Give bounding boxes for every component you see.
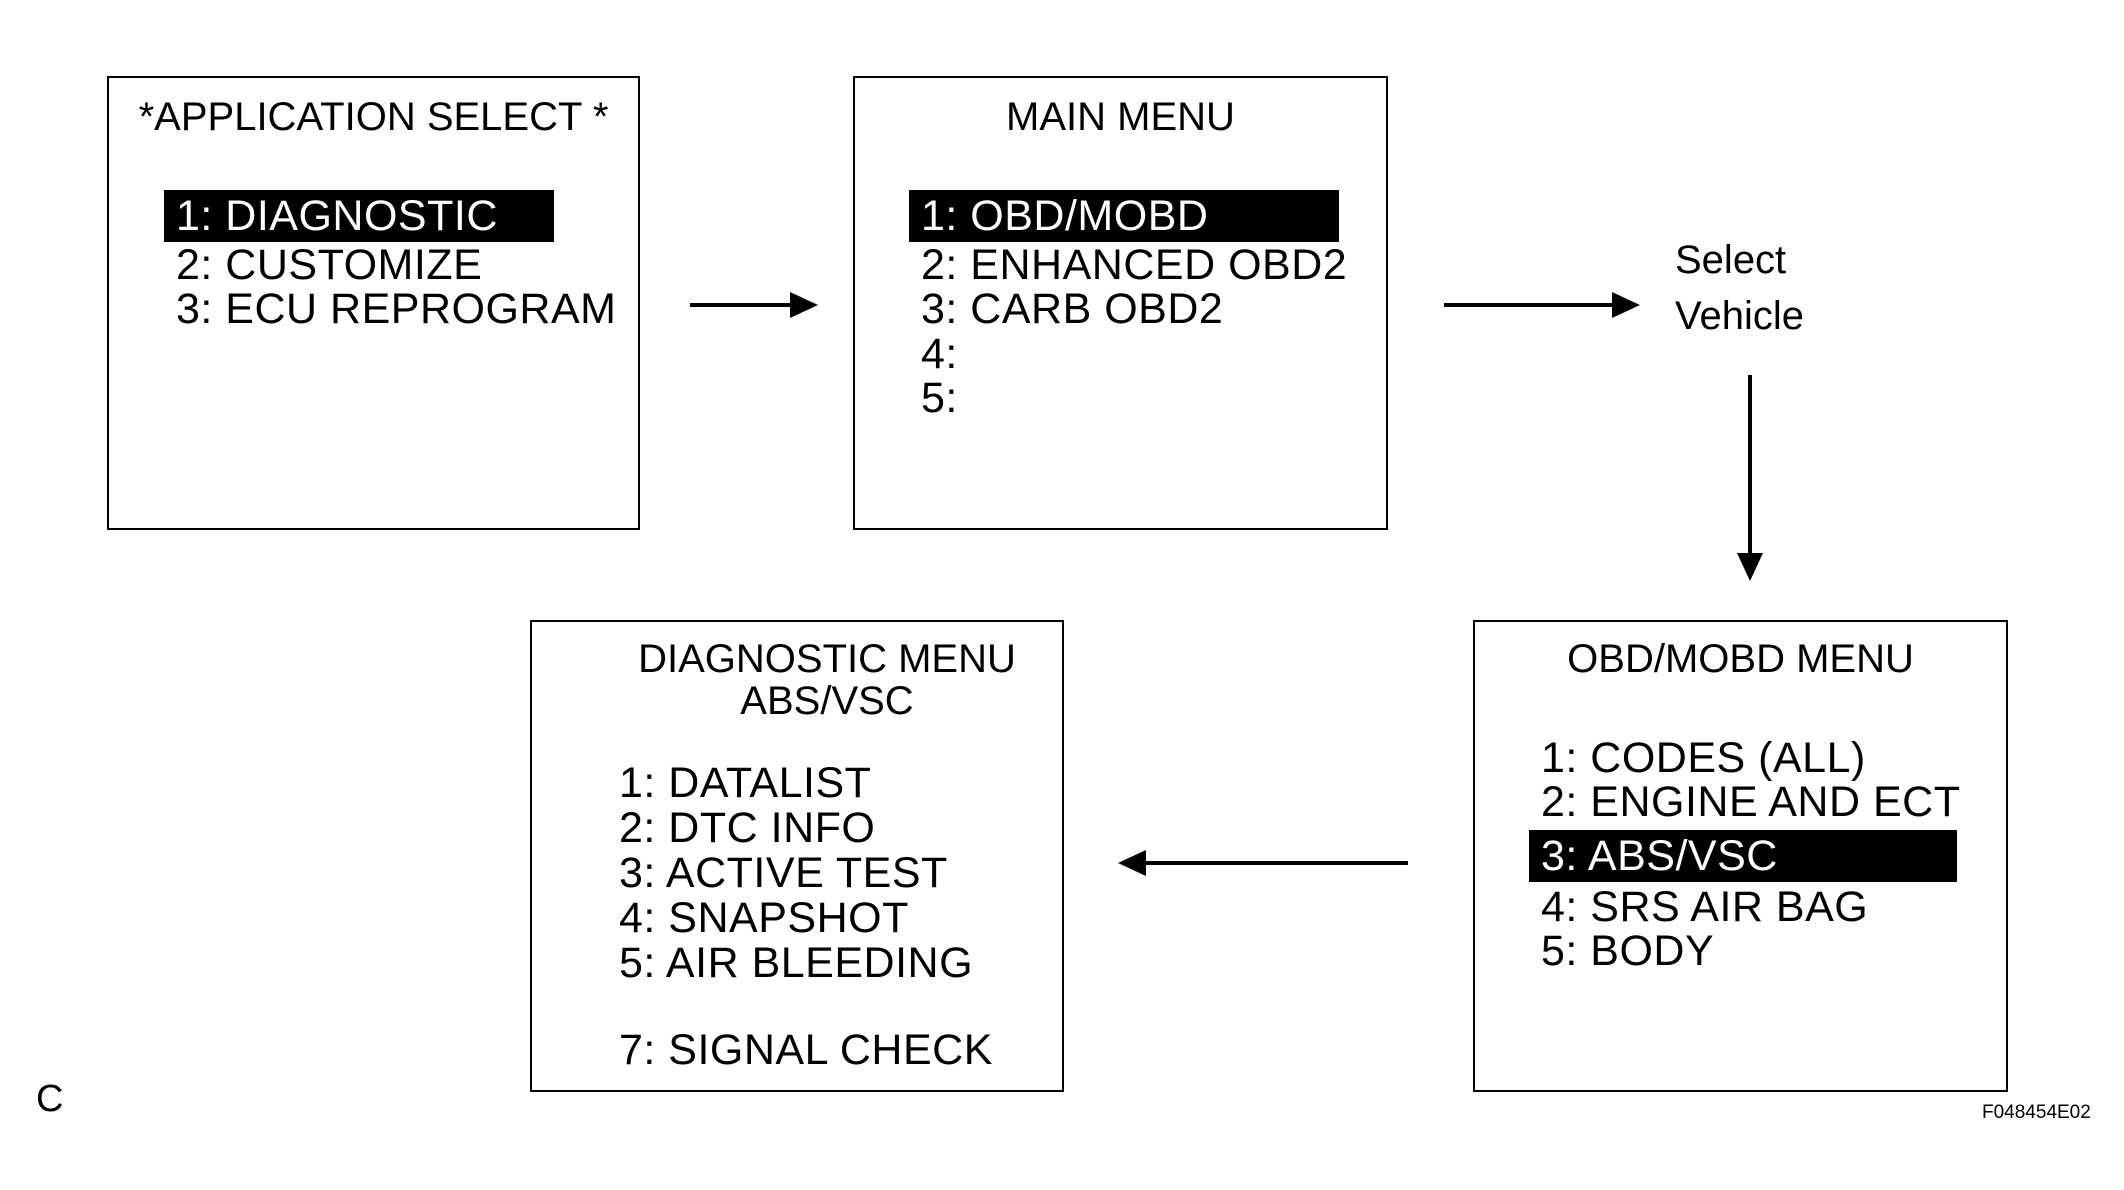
select-vehicle-line1: Select (1675, 238, 1787, 282)
diagnostic-menu-title: DIAGNOSTIC MENU (638, 637, 1016, 681)
obd-mobd-menu-screen: OBD/MOBD MENU 1: CODES (ALL) 2: ENGINE A… (1473, 620, 2008, 1092)
diagnostic-menu-screen: DIAGNOSTIC MENU ABS/VSC 1: DATALIST 2: D… (530, 620, 1064, 1092)
main-menu-screen: MAIN MENU 1: OBD/MOBD 2: ENHANCED OBD2 3… (853, 76, 1388, 530)
menu-item-ecu-reprogram[interactable]: 3: ECU REPROGRAM (176, 285, 617, 333)
menu-item-carb-obd2[interactable]: 3: CARB OBD2 (921, 285, 1224, 333)
menu-item-5[interactable]: 5: (921, 374, 958, 422)
menu-item-obd-mobd[interactable]: 1: OBD/MOBD (909, 190, 1339, 242)
arrow-left (1118, 850, 1408, 876)
arrow-down (1737, 375, 1763, 581)
application-select-screen: *APPLICATION SELECT * 1: DIAGNOSTIC 2: C… (107, 76, 640, 530)
corner-letter: C (36, 1078, 64, 1120)
menu-item-air-bleeding[interactable]: 5: AIR BLEEDING (619, 939, 974, 987)
menu-item-signal-check[interactable]: 7: SIGNAL CHECK (619, 1026, 993, 1074)
menu-item-body[interactable]: 5: BODY (1541, 927, 1715, 975)
menu-item-engine-and-ect[interactable]: 2: ENGINE AND ECT (1541, 778, 1961, 826)
obd-mobd-menu-title: OBD/MOBD MENU (1567, 637, 1914, 681)
select-vehicle-label: Select Vehicle (1675, 232, 1804, 344)
menu-item-abs-vsc[interactable]: 3: ABS/VSC (1529, 830, 1957, 882)
menu-item-customize[interactable]: 2: CUSTOMIZE (176, 241, 483, 289)
arrow-right-1 (690, 292, 818, 318)
figure-code: F048454E02 (1982, 1102, 2091, 1123)
menu-item-diagnostic[interactable]: 1: DIAGNOSTIC (164, 190, 554, 242)
menu-item-datalist[interactable]: 1: DATALIST (619, 759, 872, 807)
menu-item-codes-all[interactable]: 1: CODES (ALL) (1541, 734, 1866, 782)
menu-item-4[interactable]: 4: (921, 330, 958, 378)
diagnostic-menu-subtitle: ABS/VSC (740, 679, 914, 723)
main-menu-title: MAIN MENU (1006, 95, 1235, 139)
menu-item-snapshot[interactable]: 4: SNAPSHOT (619, 894, 909, 942)
menu-item-active-test[interactable]: 3: ACTIVE TEST (619, 849, 948, 897)
arrow-right-2 (1444, 292, 1640, 318)
menu-item-srs-air-bag[interactable]: 4: SRS AIR BAG (1541, 883, 1869, 931)
menu-item-dtc-info[interactable]: 2: DTC INFO (619, 804, 876, 852)
menu-item-enhanced-obd2[interactable]: 2: ENHANCED OBD2 (921, 241, 1348, 289)
select-vehicle-line2: Vehicle (1675, 294, 1804, 338)
application-select-title: *APPLICATION SELECT * (138, 95, 609, 139)
